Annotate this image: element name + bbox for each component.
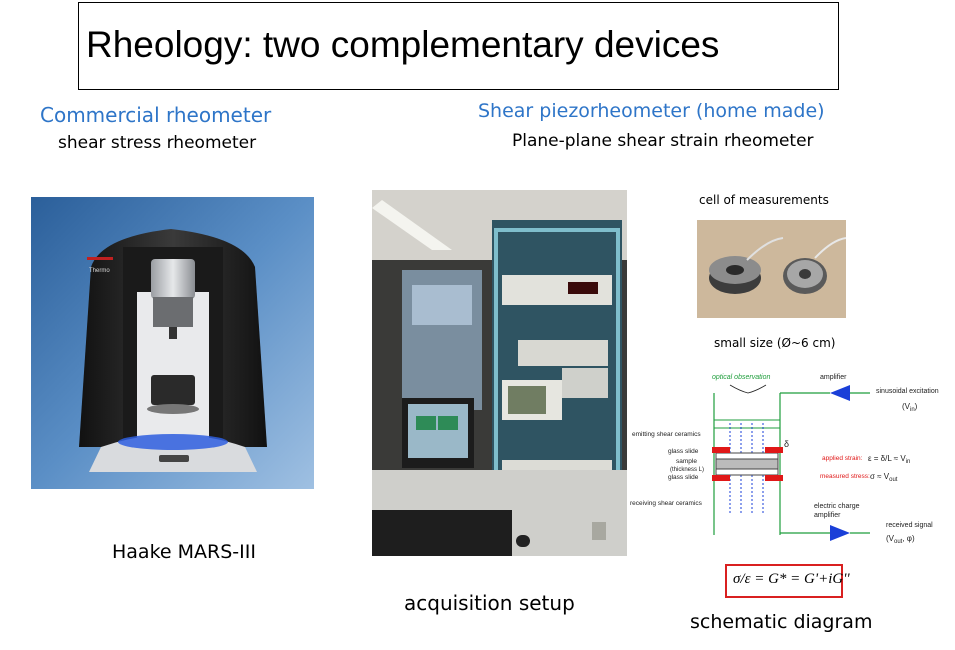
svg-text:(thickness L): (thickness L) xyxy=(670,467,704,473)
svg-text:ε = δ/L ≈ Vin: ε = δ/L ≈ Vin xyxy=(868,454,910,465)
svg-text:sample: sample xyxy=(676,458,697,465)
left-heading: Commercial rheometer xyxy=(40,103,272,127)
svg-text:received signal: received signal xyxy=(886,522,933,529)
left-subheading: shear stress rheometer xyxy=(58,133,257,153)
caption-cell: cell of measurements xyxy=(699,193,829,207)
svg-text:Thermo: Thermo xyxy=(89,268,110,274)
svg-text:electric charge: electric charge xyxy=(814,503,860,510)
svg-text:sinusoidal excitation: sinusoidal excitation xyxy=(876,388,939,395)
caption-acquisition: acquisition setup xyxy=(404,591,575,615)
schematic-diagram: optical observation amplifier sinusoidal… xyxy=(630,365,955,570)
caption-size: small size (Ø~6 cm) xyxy=(714,336,836,350)
formula-text: σ/ε = G* = G'+iG'' xyxy=(733,571,850,587)
svg-text:emitting shear ceramics: emitting shear ceramics xyxy=(632,431,701,438)
svg-text:amplifier: amplifier xyxy=(814,512,841,519)
right-heading: Shear piezorheometer (home made) xyxy=(478,100,825,122)
cell-photo xyxy=(697,220,846,318)
svg-text:glass slide: glass slide xyxy=(668,474,699,481)
svg-text:amplifier: amplifier xyxy=(820,374,847,381)
slide-title: Rheology: two complementary devices xyxy=(86,24,720,65)
acquisition-photo xyxy=(372,190,627,556)
rheometer-photo: Thermo xyxy=(31,197,314,489)
svg-text:(Vout, φ): (Vout, φ) xyxy=(886,534,915,545)
svg-text:δ: δ xyxy=(784,439,789,449)
svg-text:σ ≈ Vout: σ ≈ Vout xyxy=(870,472,898,483)
title-box xyxy=(78,2,839,90)
svg-text:receiving shear ceramics: receiving shear ceramics xyxy=(630,500,703,507)
caption-haake: Haake MARS-III xyxy=(112,541,256,563)
svg-text:optical observation: optical observation xyxy=(712,374,770,381)
formula-box: σ/ε = G* = G'+iG'' xyxy=(725,564,850,598)
caption-schematic: schematic diagram xyxy=(690,611,873,633)
svg-text:applied strain:: applied strain: xyxy=(822,455,863,462)
right-subheading: Plane-plane shear strain rheometer xyxy=(512,131,814,151)
svg-text:glass slide: glass slide xyxy=(668,448,699,455)
svg-text:measured stress:: measured stress: xyxy=(820,473,870,480)
svg-text:(Vin): (Vin) xyxy=(902,402,918,413)
